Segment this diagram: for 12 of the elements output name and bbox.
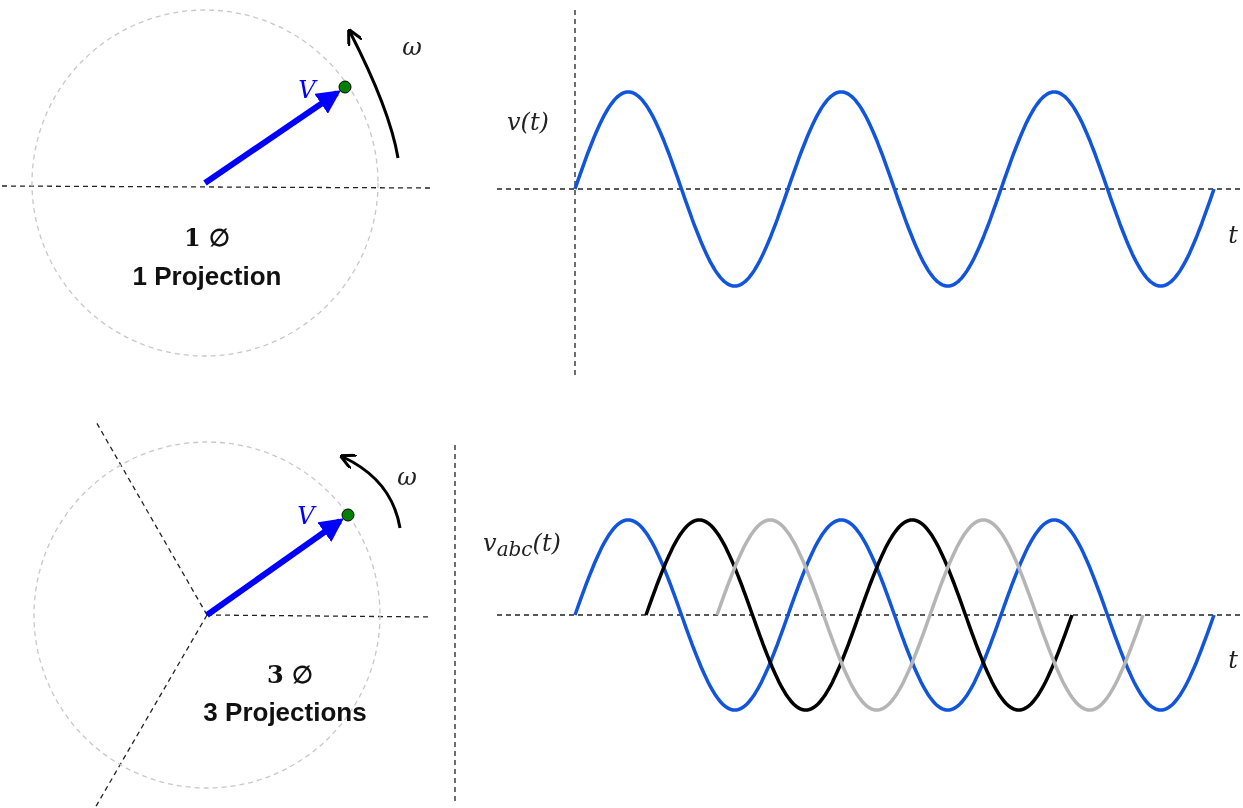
axis-label: t xyxy=(1228,221,1238,249)
omega-label: ω xyxy=(397,463,417,491)
phase-label: 1 ∅ xyxy=(183,224,231,252)
phasor-label: V xyxy=(297,502,315,530)
phase-label: 3 ∅ xyxy=(266,661,314,689)
omega-label: ω xyxy=(402,33,422,61)
projection-label: 1 Projection xyxy=(132,261,282,291)
projection-label: 3 Projections xyxy=(203,697,367,727)
axis-label: t xyxy=(1228,646,1238,674)
phasor-label: V xyxy=(298,76,316,104)
axis-label: v$_{abc}$(t) xyxy=(483,529,561,561)
axis-label: v(t) xyxy=(507,108,549,136)
